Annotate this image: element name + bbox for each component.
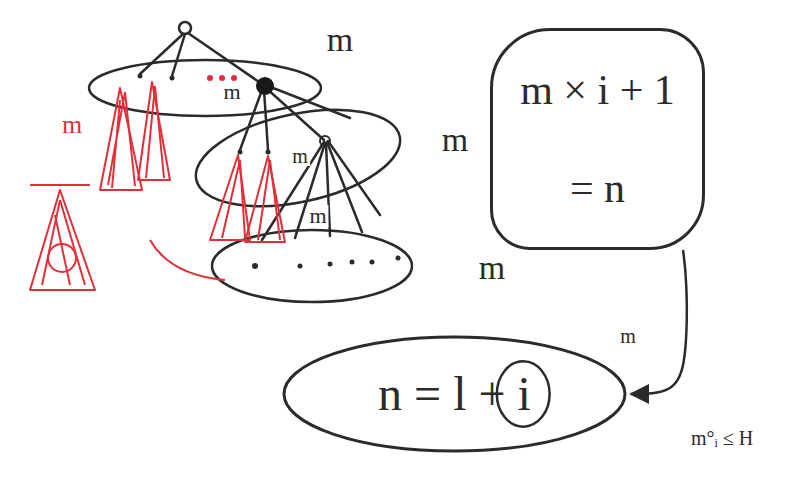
formula-text: m × i + 1 xyxy=(520,67,675,113)
variable-label: m xyxy=(290,146,310,166)
note-text: m°ᵢ ≤ H xyxy=(689,428,755,448)
level-ellipse xyxy=(187,93,409,222)
variable-label: m xyxy=(307,205,328,227)
formula-box: m × i + 1 = n xyxy=(490,28,705,250)
variable-label: m xyxy=(440,123,470,157)
formula-ellipse: n = l + i xyxy=(282,335,627,453)
variable-label: m xyxy=(477,251,507,285)
variable-label: m xyxy=(221,81,242,103)
connector-arrow xyxy=(631,250,687,394)
root-node xyxy=(179,22,191,34)
variable-label: m xyxy=(618,326,638,346)
variable-label: m xyxy=(60,112,84,138)
formula-text: = n xyxy=(570,165,625,211)
variable-label: m xyxy=(325,23,355,57)
formula-text: n = l + i xyxy=(378,368,531,421)
